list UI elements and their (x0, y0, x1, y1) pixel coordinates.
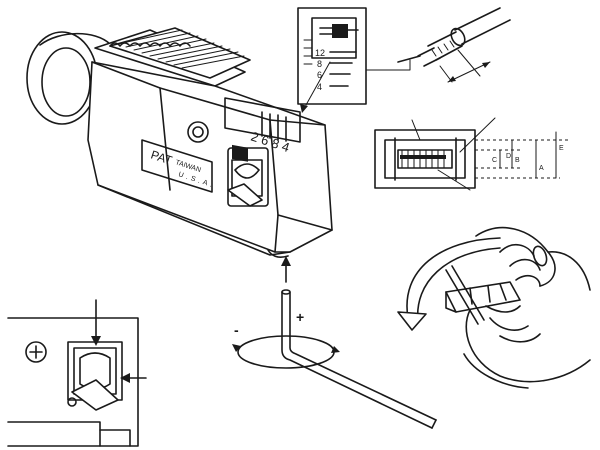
scale-6: 6 (317, 70, 322, 80)
hex-key (281, 256, 437, 429)
blade-scale-detail: 12 8 6 4 (297, 7, 367, 105)
plate-line-1: PAT (149, 148, 174, 168)
rotation-indicator: - + (232, 309, 340, 369)
blade-inset (7, 299, 147, 447)
grip-ribs (109, 27, 251, 79)
scale-4: 4 (317, 82, 322, 92)
stripped-cable (397, 7, 511, 83)
tool-body: 2 6 8 4 PAT TAIWAN U.S.A. (26, 27, 333, 258)
cross-section: C D B A E (374, 117, 570, 191)
dim-b: B (515, 157, 520, 164)
rotation-plus: + (296, 309, 304, 325)
blade-window (224, 97, 301, 162)
rotation-minus: - (234, 322, 239, 338)
dim-a: A (539, 165, 544, 172)
scale-8: 8 (317, 59, 322, 69)
dim-e: E (559, 145, 564, 152)
hand-operation (397, 227, 591, 389)
cable-entry (227, 147, 269, 207)
dim-c: C (492, 157, 497, 164)
scale-12: 12 (315, 48, 325, 58)
adjust-screw (187, 121, 209, 143)
dim-d: D (506, 153, 511, 160)
